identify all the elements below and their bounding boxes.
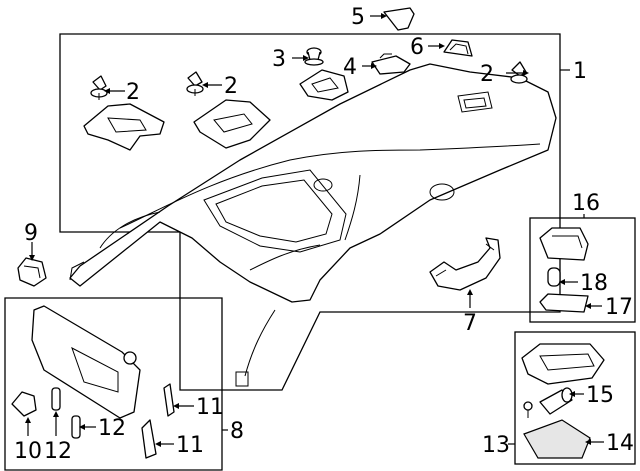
headliner-panel [69, 63, 557, 387]
callout-2: 2 [480, 62, 494, 87]
part-4-retainer [371, 53, 411, 75]
callout-11: 11 [176, 433, 204, 458]
bracket-2b [193, 99, 271, 149]
part-15-bulb [539, 387, 573, 415]
callout-10: 10 [14, 439, 42, 464]
box-13-frame [514, 331, 636, 465]
callout-9: 9 [24, 221, 38, 246]
part-10-clip [11, 391, 37, 417]
box-16-frame [529, 217, 636, 323]
callout-6: 6 [410, 35, 424, 60]
callout-2: 2 [224, 74, 238, 99]
part-7-grab-handle [429, 237, 501, 291]
bracket-2a [83, 103, 165, 151]
callout-3: 3 [272, 47, 286, 72]
part-17-lens [539, 293, 589, 313]
screw [523, 401, 533, 418]
callout-8: 8 [230, 419, 244, 444]
callout-5: 5 [351, 5, 365, 30]
callout-16: 16 [572, 191, 600, 216]
callout-2: 2 [126, 80, 140, 105]
callout-7: 7 [463, 311, 477, 336]
clip-2b [186, 71, 204, 96]
part-9-holder [17, 257, 47, 287]
callout-4: 4 [343, 55, 357, 80]
callout-11: 11 [196, 395, 224, 420]
leader-lines [25, 13, 604, 447]
part-6-cover [443, 39, 473, 57]
part-12b-pin [71, 415, 81, 439]
part-16-lamp [539, 227, 589, 261]
part-14-lens [523, 419, 591, 459]
callout-14: 14 [606, 431, 634, 456]
callout-12: 12 [44, 439, 72, 464]
part-13-lamp-housing [521, 343, 605, 385]
callout-17: 17 [605, 295, 633, 320]
part-12a-pin [51, 387, 61, 411]
callout-18: 18 [580, 271, 608, 296]
callout-12: 12 [98, 416, 126, 441]
clip-2a [90, 75, 108, 100]
part-11a-cover [163, 383, 175, 417]
part-5-cap [383, 7, 415, 31]
callout-1: 1 [573, 59, 587, 84]
box-8-frame [4, 297, 223, 471]
part-8-sun-visor [31, 305, 141, 419]
callout-15: 15 [586, 383, 614, 408]
clip-3 [304, 47, 324, 66]
callout-13: 13 [482, 433, 510, 458]
part-18-bulb [547, 267, 561, 287]
bracket-3 [299, 69, 349, 101]
headliner-frame [59, 33, 561, 391]
part-11b-cover [141, 419, 157, 459]
